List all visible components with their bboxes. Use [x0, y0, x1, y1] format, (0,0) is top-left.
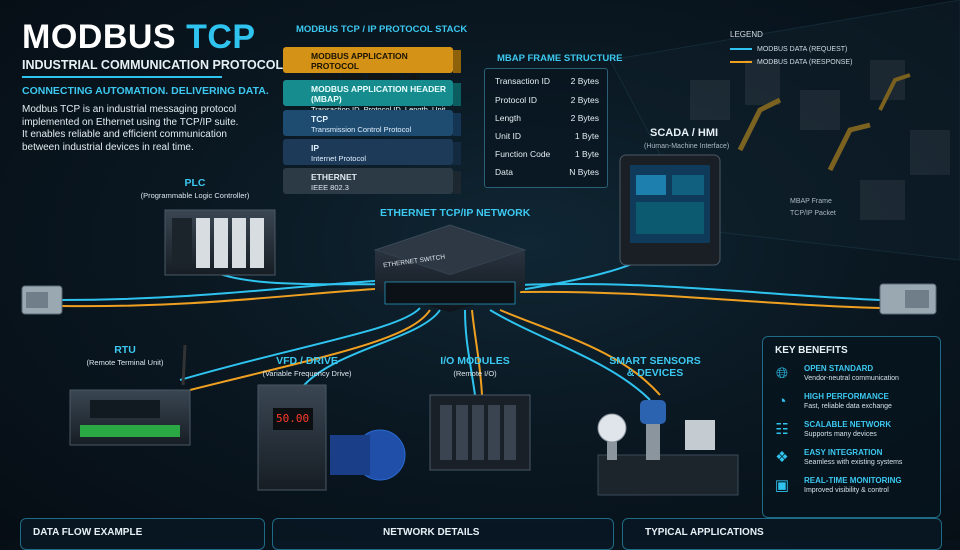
page-subtitle: INDUSTRIAL COMMUNICATION PROTOCOL	[22, 58, 284, 72]
mbap-size: N Bytes	[569, 167, 599, 177]
io-modules-device	[429, 394, 531, 471]
scada-label: SCADA / HMI	[650, 127, 719, 139]
title-divider	[22, 76, 222, 78]
scada-hmi-device	[619, 154, 721, 266]
io-description: (Remote I/O)	[453, 369, 497, 378]
mbap-row: Function Code 1 Byte	[495, 149, 599, 159]
mbap-size: 1 Byte	[574, 149, 599, 159]
mbap-row: Protocol ID 2 Bytes	[495, 95, 599, 105]
vfd-display: 50.00	[276, 412, 310, 425]
mbap-size: 2 Bytes	[570, 113, 599, 123]
legend-response-line	[730, 61, 752, 64]
mbap-size: 2 Bytes	[570, 76, 599, 86]
network-icon: ☷	[775, 421, 789, 438]
rtu-description: (Remote Terminal Unit)	[86, 358, 164, 367]
plc-device	[164, 209, 276, 276]
sensors-label-line1: SMART SENSORS	[609, 355, 701, 367]
key-benefits-title: KEY BENEFITS	[775, 345, 848, 356]
mbap-row: Transaction ID 2 Bytes	[495, 76, 599, 86]
mbap-table	[484, 68, 608, 188]
data-flow-panel: DATA FLOW EXAMPLE	[20, 518, 265, 550]
smart-sensors-device	[597, 400, 739, 496]
io-label: I/O MODULES	[440, 355, 510, 367]
speedometer-icon: ◔	[777, 393, 787, 410]
mbap-field: Data	[495, 167, 513, 177]
vfd-device	[257, 384, 406, 491]
rj45-connector-right	[879, 283, 937, 315]
legend-title: LEGEND	[730, 30, 763, 39]
rj45-connector-left	[21, 285, 63, 315]
ethernet-cables	[59, 249, 881, 401]
legend-response: MODBUS DATA (RESPONSE)	[730, 59, 852, 66]
sensors-label-line2: & DEVICES	[626, 367, 684, 379]
legend-request: MODBUS DATA (REQUEST)	[730, 46, 847, 53]
network-details-panel: NETWORK DETAILS	[272, 518, 614, 550]
plc-label: PLC	[184, 177, 206, 189]
mbap-row: Data N Bytes	[495, 167, 599, 177]
plc-description: (Programmable Logic Controller)	[140, 191, 250, 200]
vfd-label: VFD / DRIVE	[276, 355, 338, 367]
key-benefits-panel	[762, 336, 941, 518]
mbap-field: Unit ID	[495, 131, 521, 141]
stack-layer-mbap: MODBUS APPLICATION HEADER (MBAP)Transact…	[283, 80, 461, 123]
scada-description: (Human-Machine Interface)	[644, 143, 730, 150]
ethernet-switch	[373, 224, 527, 312]
monitor-icon: ▣	[774, 477, 790, 494]
mbap-row: Length 2 Bytes	[495, 113, 599, 123]
rtu-label: RTU	[114, 344, 136, 356]
puzzle-icon: ❖	[775, 449, 789, 466]
mbap-field: Length	[495, 113, 521, 123]
rtu-device	[69, 344, 191, 446]
globe-icon: 🌐︎	[775, 365, 788, 382]
page-title: MODBUS TCP	[22, 18, 256, 56]
stack-title: MODBUS TCP / IP PROTOCOL STACK	[296, 24, 468, 35]
mbap-field: Protocol ID	[495, 95, 538, 105]
mbap-field: Transaction ID	[495, 76, 550, 86]
vfd-description: (Variable Frequency Drive)	[262, 369, 352, 378]
legend-request-line	[730, 48, 752, 51]
mbap-row: Unit ID 1 Byte	[495, 131, 599, 141]
network-title: ETHERNET TCP/IP NETWORK	[380, 207, 531, 219]
mbap-size: 1 Byte	[574, 131, 599, 141]
mbap-title: MBAP FRAME STRUCTURE	[497, 53, 623, 64]
mbap-field: Function Code	[495, 149, 551, 159]
intro-text: Modbus TCP is an industrial messaging pr…	[22, 104, 239, 153]
mbap-size: 2 Bytes	[570, 95, 599, 105]
typical-applications-panel: TYPICAL APPLICATIONS	[622, 518, 942, 550]
tagline: CONNECTING AUTOMATION. DELIVERING DATA.	[22, 85, 269, 97]
